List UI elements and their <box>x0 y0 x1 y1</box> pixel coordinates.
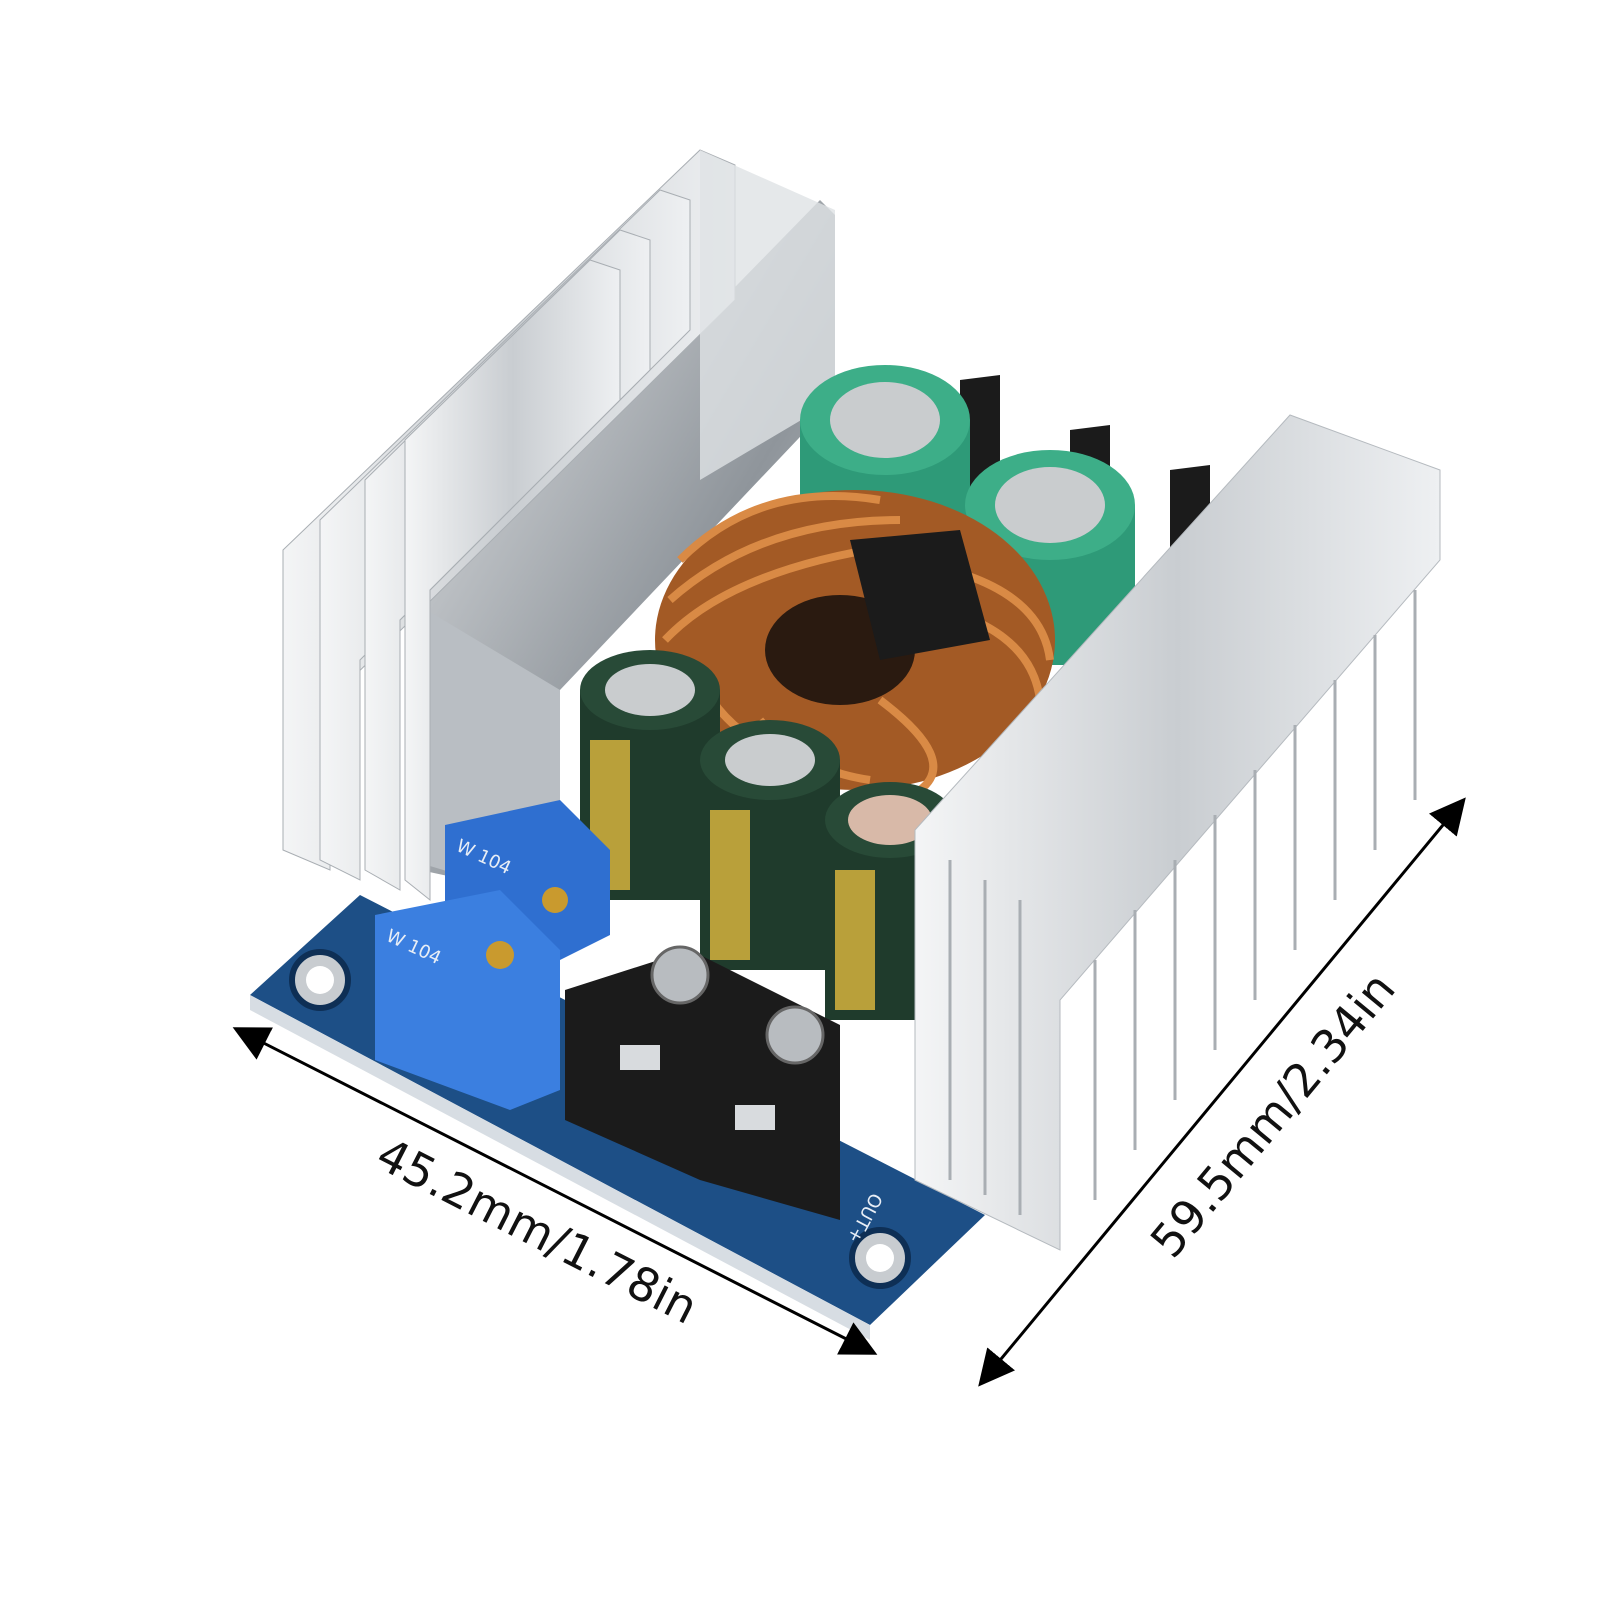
width-dimension-arrow <box>232 1027 878 1355</box>
depth-dimension-label: 59.5mm/2.34in <box>1140 962 1406 1268</box>
mounting-hole-center <box>306 966 334 994</box>
mounting-hole-center <box>866 1244 894 1272</box>
capacitor-electrolytic <box>580 650 720 900</box>
capacitor-electrolytic <box>700 720 840 970</box>
depth-dimension-arrow <box>978 797 1466 1387</box>
